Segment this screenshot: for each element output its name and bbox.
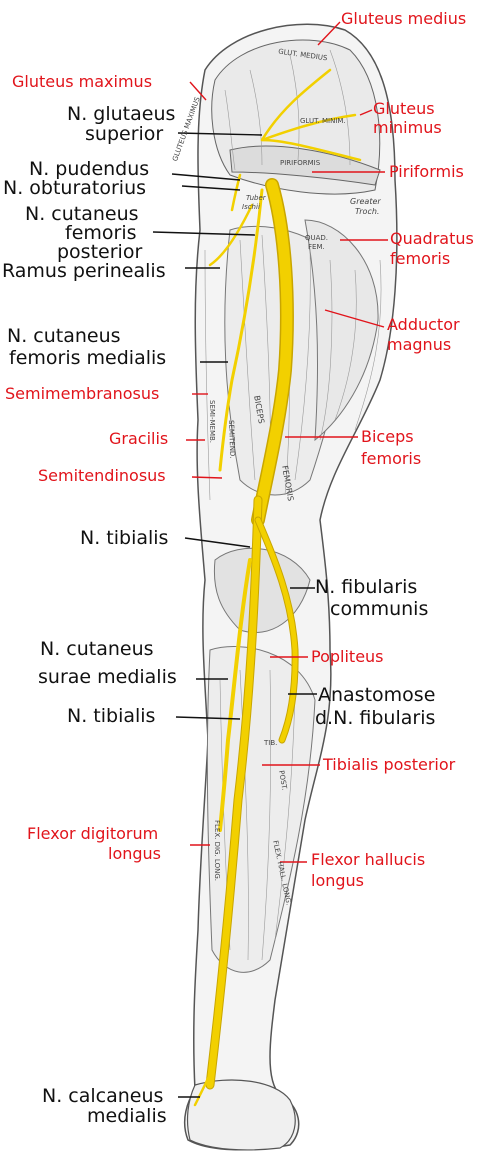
sural-nerve xyxy=(218,558,252,832)
engraving-semitend: SEMITEND. xyxy=(227,419,237,459)
engraving-tib-post-1: TIB. xyxy=(264,739,278,747)
engraving-greater-troch-1: Greater xyxy=(350,197,381,206)
label-quadratus-2: femoris xyxy=(390,249,451,268)
label-n-cut-fem-post-1: N. cutaneus xyxy=(25,203,139,225)
label-n-glutaeus-2: superior xyxy=(85,123,164,145)
label-gracilis: Gracilis xyxy=(109,429,169,448)
label-n-cut-fem-med-2: femoris medialis xyxy=(9,347,167,369)
engraving-flex-dig: FLEX. DIG. LONG. xyxy=(213,820,221,881)
label-ramus-perinealis: Ramus perinealis xyxy=(2,260,166,282)
label-biceps-1: Biceps xyxy=(361,427,414,446)
label-n-calcaneus-1: N. calcaneus xyxy=(42,1085,164,1107)
label-n-calcaneus-2: medialis xyxy=(87,1105,167,1127)
label-piriformis: Piriformis xyxy=(389,162,464,181)
label-n-obturatorius: N. obturatorius xyxy=(3,177,147,199)
label-flexor-digitorum-2: longus xyxy=(108,844,162,863)
label-n-cut-fem-post-2: femoris xyxy=(65,222,137,244)
posterior-cutaneous-nerve xyxy=(218,188,264,472)
calcaneal-nerve xyxy=(193,1068,214,1107)
piriformis-muscle xyxy=(229,145,381,186)
label-quadratus-1: Quadratus xyxy=(390,229,474,248)
engraving-quad-fem-2: FEM. xyxy=(308,243,325,251)
label-tibialis-posterior: Tibialis posterior xyxy=(323,755,456,774)
muscle-leader-lines xyxy=(186,21,388,863)
pudendal-nerve xyxy=(230,173,242,212)
label-flexor-hallucis-1: Flexor hallucis xyxy=(311,850,426,869)
label-flexor-digitorum-1: Flexor digitorum xyxy=(27,824,159,843)
label-n-fibularis-2: communis xyxy=(330,598,429,620)
nerve-leader-lines xyxy=(152,132,317,1098)
engraving-piriformis: PIRIFORMIS xyxy=(280,159,321,167)
sciatic-nerve xyxy=(193,68,362,1107)
label-n-fibularis-1: N. fibularis xyxy=(315,576,418,598)
label-gluteus-minimus-2: minimus xyxy=(373,118,442,137)
perineal-branch xyxy=(208,203,254,267)
label-popliteus: Popliteus xyxy=(311,647,384,666)
label-n-cut-surae-2: surae medialis xyxy=(38,666,177,688)
label-gluteus-maximus: Gluteus maximus xyxy=(12,72,153,91)
superior-gluteal-nerve xyxy=(260,68,362,162)
label-anastomose-1: Anastomose xyxy=(318,684,436,706)
label-semimembranosus: Semimembranosus xyxy=(5,384,160,403)
adductor-region xyxy=(304,219,379,442)
label-n-tibialis-upper: N. tibialis xyxy=(80,527,169,549)
engraving-semimemb: SEMI-MEMB. xyxy=(208,400,216,444)
label-anastomose-2: d.N. fibularis xyxy=(315,707,436,729)
label-n-tibialis-lower: N. tibialis xyxy=(67,705,156,727)
label-n-cut-surae-1: N. cutaneus xyxy=(40,638,154,660)
heel xyxy=(186,1079,296,1151)
label-n-cut-fem-med-1: N. cutaneus xyxy=(7,325,121,347)
engraving-glut-min: GLUT. MINIM. xyxy=(300,117,346,125)
label-biceps-2: femoris xyxy=(361,449,422,468)
label-flexor-hallucis-2: longus xyxy=(311,871,365,890)
label-gluteus-minimus-1: Gluteus xyxy=(373,99,435,118)
engraving-greater-troch-2: Troch. xyxy=(355,207,380,216)
engraving-tuber-1: Tuber xyxy=(246,194,266,202)
label-n-glutaeus-1: N. glutaeus xyxy=(67,103,176,125)
label-n-cut-fem-post-3: posterior xyxy=(57,241,143,263)
label-adductor-1: Adductor xyxy=(387,315,460,334)
label-gluteus-medius: Gluteus medius xyxy=(341,9,467,28)
label-semitendinosus: Semitendinosus xyxy=(38,466,166,485)
engraving-tuber-2: Ischii xyxy=(242,203,260,211)
label-n-pudendus: N. pudendus xyxy=(29,158,150,180)
engraving-quad-fem-1: QUAD. xyxy=(305,234,329,242)
label-adductor-2: magnus xyxy=(387,335,452,354)
